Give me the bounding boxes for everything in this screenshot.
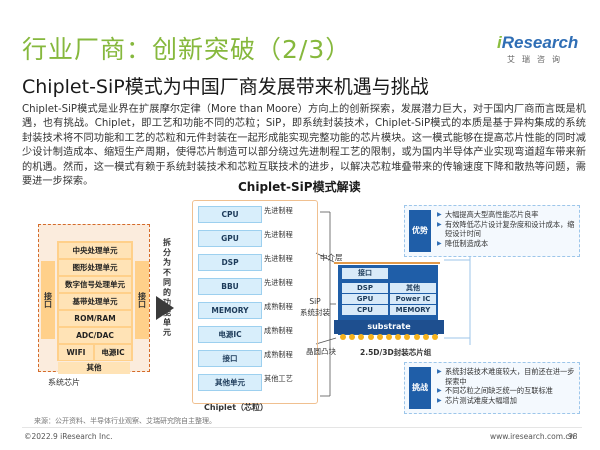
chiplet-process: 先进制程	[264, 206, 293, 215]
chiplet-box: 接口	[198, 350, 262, 367]
chip-item: 电源IC	[95, 345, 131, 360]
chiplet-box: BBU	[198, 278, 262, 295]
logo-brand: iResearch	[497, 33, 579, 52]
package-outline	[334, 262, 440, 338]
chip-item: 其他	[58, 362, 130, 374]
chiplet-box: CPU	[198, 206, 262, 223]
advantages-panel: 优势 大幅提高大型高性能芯片良率 有效降低芯片设计复杂度和设计成本，缩短设计时间…	[404, 205, 580, 257]
pkg-cell: CPU	[342, 305, 388, 315]
solder-bumps	[340, 334, 438, 342]
pkg-cell: GPU	[342, 294, 388, 304]
source-note: 来源：公开资料、半导体行业观察、艾瑞研究院自主整理。	[34, 417, 216, 425]
arrow-right-icon	[156, 296, 174, 320]
system-chip-box: 接口 接口 中央处理单元 图形处理单元 数字信号处理单元 基带处理单元 ROM/…	[38, 224, 150, 372]
chiplet-group	[192, 200, 318, 404]
advantages-title: 优势	[409, 210, 431, 252]
pkg-cell: MEMORY	[390, 305, 436, 315]
sip-label: SiP 系统封装	[300, 297, 330, 317]
challenge-item: 系统封装技术难度较大，目前还在进一步探索中	[437, 367, 577, 386]
chiplet-process: 成熟制程	[264, 302, 293, 311]
advantage-item: 降低制造成本	[437, 239, 577, 249]
bump-label: 晶圆凸块	[306, 347, 336, 356]
advantage-item: 有效降低芯片设计复杂度和设计成本，缩短设计时间	[437, 220, 577, 239]
chiplet-process: 先进制程	[264, 230, 293, 239]
chip-item: 图形处理单元	[59, 260, 131, 275]
chiplet-process: 先进制程	[264, 254, 293, 263]
advantage-item: 大幅提高大型高性能芯片良率	[437, 210, 577, 220]
chiplet-process: 成熟制程	[264, 350, 293, 359]
challenge-item: 不同芯粒之间缺乏统一的互联标准	[437, 386, 577, 396]
footer-url[interactable]: www.iresearch.com.cn	[490, 432, 575, 441]
chiplet-box: MEMORY	[198, 302, 262, 319]
chip-item: WIFI	[59, 345, 93, 360]
chiplet-process: 先进制程	[264, 278, 293, 287]
pkg-cell: Power IC	[390, 294, 436, 304]
chiplet-box: DSP	[198, 254, 262, 271]
system-chip-inner: 中央处理单元 图形处理单元 数字信号处理单元 基带处理单元 ROM/RAM AD…	[57, 241, 133, 361]
interposer-label: 中介层	[320, 253, 343, 262]
iresearch-logo: iResearch 艾瑞咨询	[497, 33, 587, 67]
footer-divider	[22, 427, 582, 428]
challenges-title: 挑战	[409, 367, 431, 409]
substrate-layer: substrate	[334, 320, 444, 334]
chip-item: 数字信号处理单元	[59, 277, 131, 292]
chiplet-box: 电源IC	[198, 326, 262, 343]
pkg-cell: 其他	[390, 283, 436, 293]
body-paragraph: Chiplet-SiP模式是业界在扩展摩尔定律（More than Moore）…	[22, 104, 586, 188]
split-label: 拆分为不同的功能单元	[163, 238, 171, 337]
logo-cn: 艾瑞咨询	[507, 55, 567, 64]
chiplet-box: 其他单元	[198, 374, 262, 391]
page-number: 98	[568, 432, 578, 441]
package-caption: 2.5D/3D封装芯片组	[360, 348, 432, 357]
chip-side-left: 接口	[41, 261, 55, 339]
chip-item: 中央处理单元	[59, 243, 131, 258]
chip-item: ADC/DAC	[59, 328, 131, 343]
chip-item: ROM/RAM	[59, 311, 131, 326]
pkg-cell: DSP	[342, 283, 388, 293]
page-subtitle: Chiplet-SiP模式为中国厂商发展带来机遇与挑战	[22, 76, 429, 98]
copyright: ©2022.9 iResearch Inc.	[24, 432, 113, 441]
chip-side-right: 接口	[135, 261, 149, 339]
chiplet-process: 成熟制程	[264, 326, 293, 335]
challenges-panel: 挑战 系统封装技术难度较大，目前还在进一步探索中 不同芯粒之间缺乏统一的互联标准…	[404, 362, 580, 414]
chiplet-box: GPU	[198, 230, 262, 247]
system-chip-caption: 系统芯片	[48, 378, 80, 387]
page-title: 行业厂商：创新突破（2/3）	[22, 35, 352, 64]
challenge-item: 芯片测试难度大幅增加	[437, 396, 577, 406]
chip-item: 基带处理单元	[59, 294, 131, 309]
diagram-title: Chiplet-SiP模式解读	[238, 180, 361, 194]
pkg-cell: 接口	[342, 268, 388, 279]
chiplet-caption: Chiplet（芯粒）	[204, 403, 269, 412]
chiplet-process: 其他工艺	[264, 374, 293, 383]
